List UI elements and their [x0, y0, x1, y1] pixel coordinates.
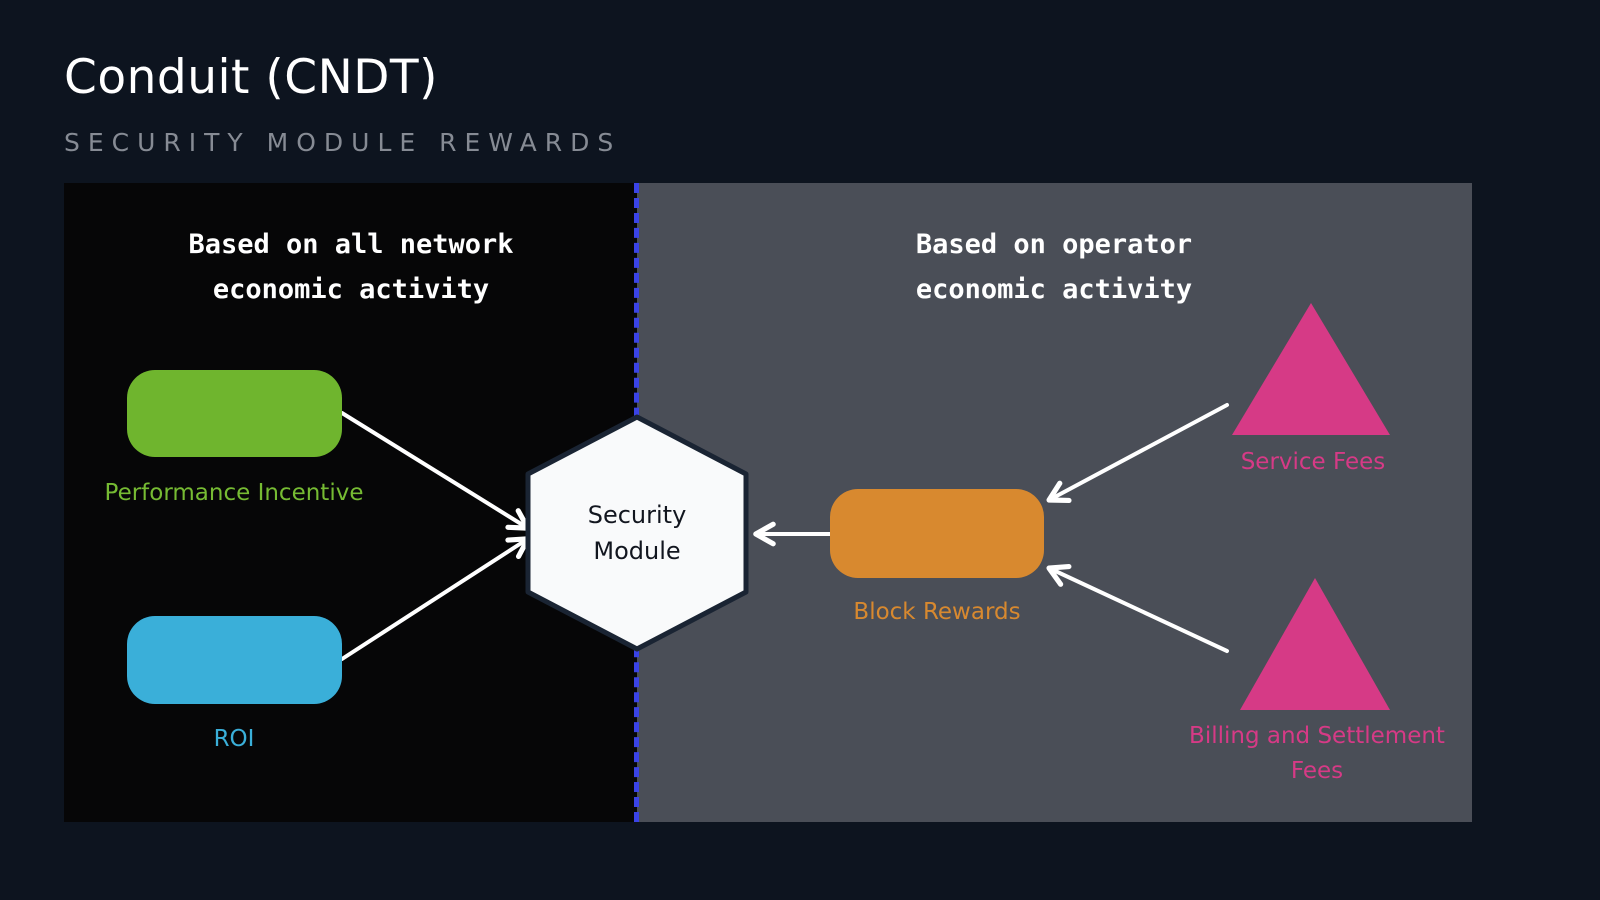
right-panel-heading: Based on operator economic activity: [915, 229, 1193, 305]
billing-fees-label: Billing and Settlement Fees: [1189, 723, 1445, 784]
roi-label: ROI: [213, 726, 255, 752]
billing-fees-node: [1240, 578, 1390, 710]
performance-incentive-node: [127, 370, 342, 457]
service-fees-label: Service Fees: [1240, 449, 1386, 475]
left-panel-heading: Based on all network economic activity: [188, 229, 514, 305]
page-title: Conduit (CNDT): [64, 50, 438, 105]
block-rewards-label: Block Rewards: [853, 599, 1021, 625]
performance-incentive-label: Performance Incentive: [104, 480, 364, 506]
service-fees-node: [1232, 303, 1390, 435]
security-module-label: Security Module: [587, 501, 687, 565]
security-module-diagram: Based on all network economic activity B…: [64, 183, 1472, 822]
security-module-node: Security Module: [524, 413, 750, 653]
roi-node: [127, 616, 342, 704]
page-subtitle: SECURITY MODULE REWARDS: [64, 128, 622, 157]
block-rewards-node: [830, 489, 1044, 578]
hexagon-shape: [525, 414, 749, 652]
